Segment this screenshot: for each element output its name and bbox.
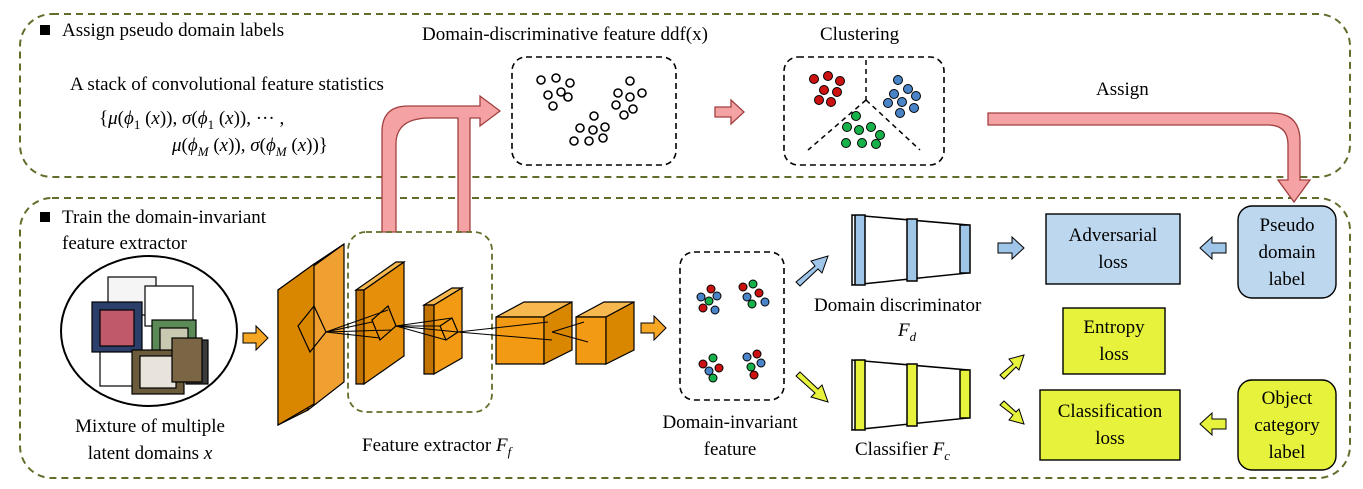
ddf-feature-box (511, 56, 677, 166)
feature-extractor-label: Feature extractor Ff (362, 435, 512, 459)
ddf-label: Domain-discriminative feature ddf(x) (422, 24, 708, 45)
bottom-section-title: Train the domain-invariant (40, 205, 266, 231)
conv-connection-lines (325, 309, 589, 343)
yellow-arrow-to-classification (999, 400, 1025, 425)
blue-arrow-to-adversarial (997, 235, 1025, 261)
conv-layer-2 (354, 260, 406, 386)
domain-invariant-feature-box (679, 251, 785, 401)
ddf-points (536, 73, 647, 146)
blue-arrow-to-discriminator (795, 255, 829, 287)
yellow-arrow-from-object (1199, 411, 1227, 437)
stats-formula-line2: μ(ϕM (x)), σ(ϕM (x))} (172, 135, 328, 159)
adversarial-loss-line2: loss (1098, 252, 1128, 273)
entropy-loss-line1: Entropy (1083, 317, 1145, 338)
entropy-loss-line2: loss (1099, 344, 1129, 365)
adversarial-loss-line1: Adversarial (1068, 225, 1158, 246)
yellow-arrow-to-classifier (795, 371, 829, 403)
stats-label: A stack of convolutional feature statist… (70, 74, 384, 95)
classifier-label: Classifier Fc (855, 439, 950, 463)
discriminator-label: Domain discriminator (814, 295, 982, 316)
pseudo-label-line1: Pseudo (1259, 215, 1315, 236)
orange-arrow-input (242, 324, 269, 352)
adversarial-loss-box (1045, 213, 1181, 285)
pseudo-domain-label-box (1237, 205, 1337, 299)
pink-arrow-ddf-to-cluster (714, 98, 745, 126)
invariant-clusters (696, 279, 770, 383)
blue-arrow-from-pseudo (1199, 235, 1227, 261)
invariant-feature-label-line1: Domain-invariant (662, 412, 798, 433)
assign-label: Assign (1096, 79, 1149, 100)
feature-extractor-box (347, 231, 493, 413)
mixture-label-line2: latent domains x (87, 443, 213, 464)
cluster-green-points (841, 111, 885, 149)
pseudo-label-line2: domain (1258, 242, 1316, 263)
clustering-label: Clustering (820, 24, 900, 45)
top-section-title: Assign pseudo domain labels (40, 18, 284, 44)
object-label-line2: category (1254, 415, 1320, 436)
mixture-label-line1: Mixture of multiple (75, 416, 225, 437)
cluster-blue-points (883, 75, 921, 118)
pseudo-label-line3: label (1268, 269, 1306, 290)
classification-loss-box (1039, 389, 1181, 461)
classifier-shape (851, 359, 971, 431)
entropy-loss-box (1062, 307, 1166, 375)
object-category-label-box (1237, 379, 1337, 471)
object-label-line1: Object (1261, 388, 1313, 409)
bottom-section-border (19, 197, 1351, 479)
domain-images-stack (91, 276, 209, 395)
yellow-arrow-to-entropy (999, 354, 1025, 380)
clustering-box (783, 56, 945, 166)
invariant-feature-label-line2: feature (703, 439, 757, 460)
pink-arrow-assign (987, 112, 1312, 204)
conv-layer-5 (575, 300, 635, 365)
discriminator-symbol: Fd (898, 320, 917, 344)
cluster-red-points (809, 71, 845, 107)
stats-formula-line1: {μ(ϕ1 (x)), σ(ϕ1 (x)), ··· , (99, 108, 285, 132)
object-label-line3: label (1268, 442, 1306, 463)
orange-arrow-to-feature (640, 314, 667, 342)
bottom-section-title-line2: feature extractor (62, 233, 187, 254)
domain-discriminator-shape (851, 214, 971, 286)
conv-layer-4 (495, 300, 573, 365)
pink-arrow-stats-to-ddf (381, 94, 502, 233)
classification-loss-line1: Classification (1057, 401, 1163, 422)
conv-layer-1 (277, 242, 345, 427)
classification-loss-line2: loss (1095, 428, 1125, 449)
cluster-divider-lines (807, 60, 921, 151)
